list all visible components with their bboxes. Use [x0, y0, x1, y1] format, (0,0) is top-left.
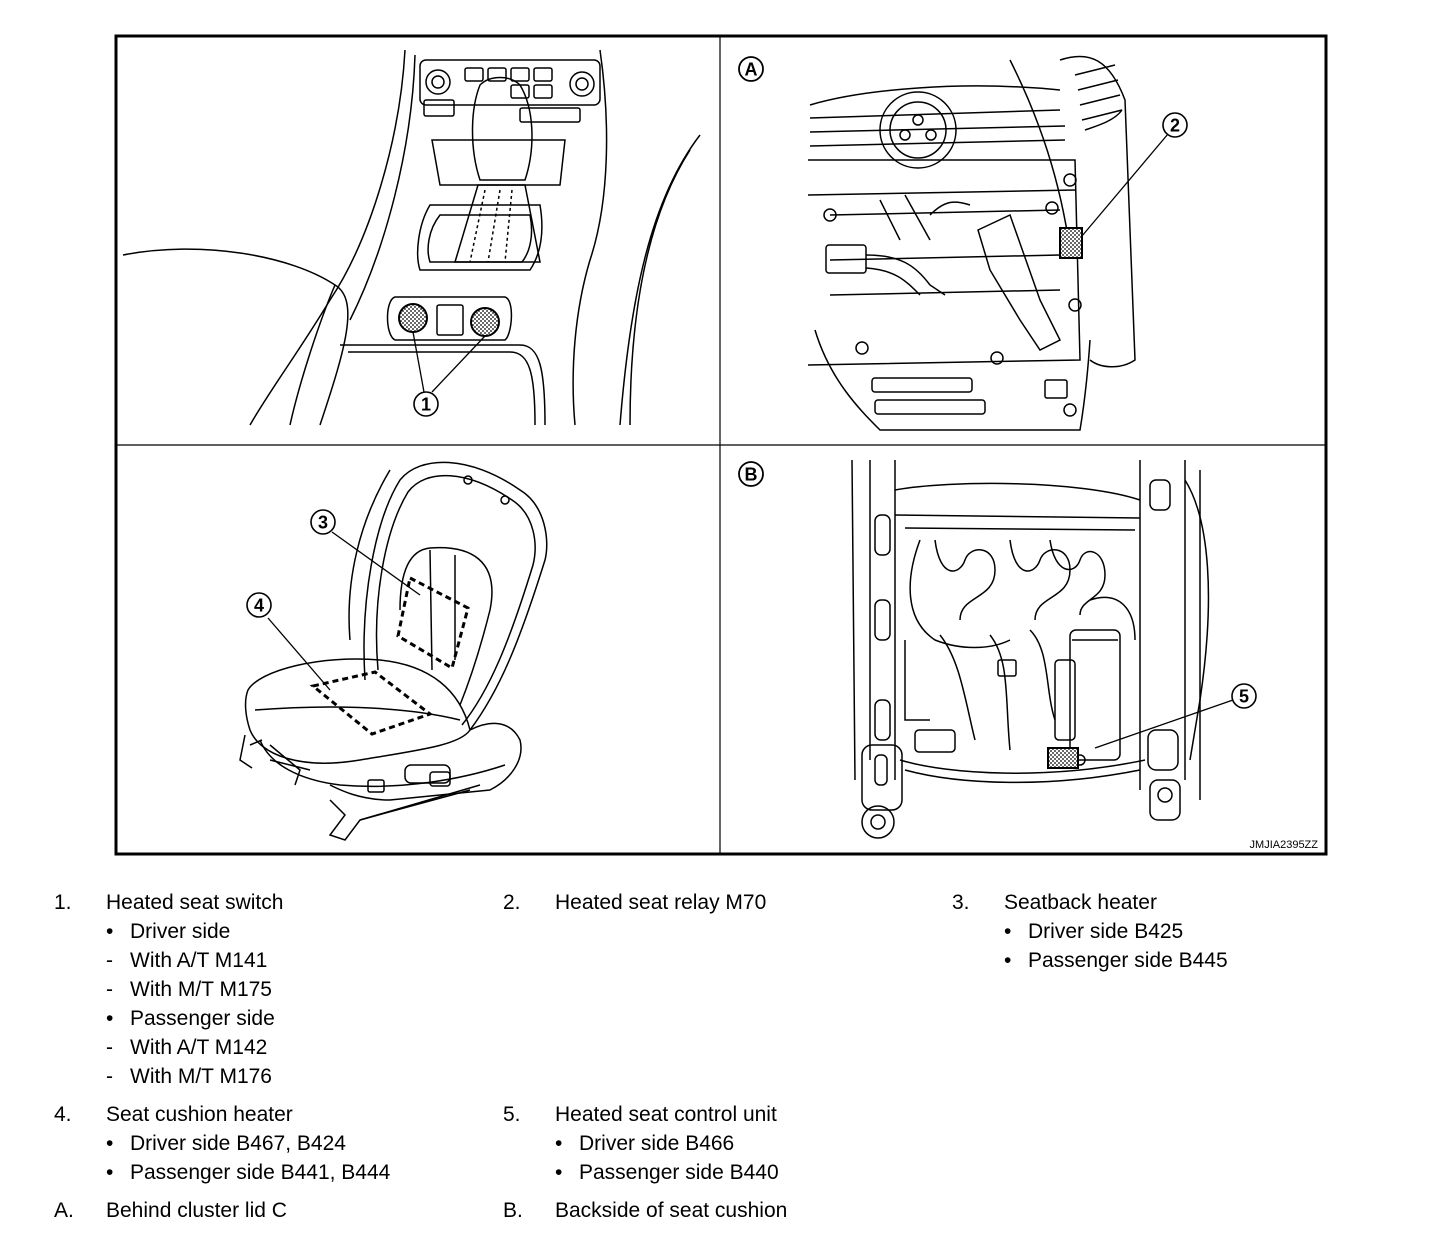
legend-item-a: A. Behind cluster lid C — [54, 1196, 287, 1225]
legend-subitem: Passenger side B441, B444 — [130, 1161, 391, 1184]
legend-item-b: B. Backside of seat cushion — [503, 1196, 787, 1225]
legend-bullet: • — [1004, 920, 1012, 943]
legend-subitem: Passenger side — [130, 1007, 275, 1030]
leader-line-3 — [331, 531, 421, 596]
legend-num: 1. — [54, 891, 72, 914]
legend-num: 3. — [952, 891, 970, 914]
leader-line-4 — [267, 617, 331, 691]
heated-seat-switch-right — [470, 307, 500, 337]
legend-num: B. — [503, 1199, 523, 1222]
heated-seat-relay-m70 — [1059, 227, 1083, 259]
callout-2: 2 — [1170, 116, 1180, 136]
callout-5: 5 — [1239, 687, 1249, 707]
legend-title: Heated seat switch — [106, 891, 284, 914]
leader-line-2 — [1081, 133, 1169, 237]
legend-bullet: • — [106, 1161, 114, 1184]
legend-title: Heated seat relay M70 — [555, 891, 767, 914]
legend-bullet: • — [106, 1007, 114, 1030]
panel-console-drawing — [122, 49, 701, 426]
legend-item-1: 1.Heated seat switch •Driver side -With … — [54, 888, 283, 1091]
legend-subitem: With M/T M176 — [130, 1065, 272, 1088]
legend-bullet: • — [106, 920, 114, 943]
legend-subitem: Driver side B467, B424 — [130, 1132, 346, 1155]
callout-3: 3 — [318, 513, 328, 533]
component-location-figure: 1 A 2 — [114, 34, 1328, 856]
panel-label-b: B — [745, 465, 758, 485]
panel-b-drawing — [851, 459, 1210, 839]
legend-num: 2. — [503, 891, 521, 914]
legend-title: Backside of seat cushion — [555, 1199, 788, 1222]
seat-cushion-heater-outline — [309, 670, 434, 736]
legend-title: Seat cushion heater — [106, 1103, 293, 1126]
heated-seat-switch-left — [398, 303, 428, 333]
legend-title: Heated seat control unit — [555, 1103, 777, 1126]
leader-line-5 — [1094, 699, 1234, 749]
callout-1: 1 — [421, 395, 431, 415]
callout-4: 4 — [254, 596, 264, 616]
legend-dash: - — [106, 1065, 113, 1088]
legend-dash: - — [106, 1036, 113, 1059]
legend-subitem: With A/T M142 — [130, 1036, 268, 1059]
legend-subitem: With A/T M141 — [130, 949, 268, 972]
panel-a-drawing — [807, 55, 1136, 431]
legend-subitem: With M/T M175 — [130, 978, 272, 1001]
panel-label-a-circle — [738, 56, 764, 82]
legend-item-5: 5. Heated seat control unit • Driver side … — [503, 1100, 779, 1187]
legend-bullet: • — [106, 1132, 114, 1155]
legend-subitem: Driver side — [130, 920, 231, 943]
legend-item-3: 3. Seatback heater • Driver side B425 • Pas… — [952, 888, 1228, 975]
callout-1-circle — [413, 391, 439, 417]
legend-subitem: Driver side B425 — [1028, 920, 1184, 943]
legend-item-2: 2. Heated seat relay M70 — [503, 888, 766, 917]
legend-num: 5. — [503, 1103, 521, 1126]
legend-num: 4. — [54, 1103, 72, 1126]
legend-subitem: Passenger side B445 — [1028, 949, 1228, 972]
legend-dash: - — [106, 978, 113, 1001]
seatback-heater-outline — [396, 575, 470, 671]
legend-bullet: • — [555, 1132, 563, 1155]
panel-label-b-circle — [738, 461, 764, 487]
legend-title: Behind cluster lid C — [106, 1199, 287, 1222]
callout-3-circle — [310, 509, 336, 535]
legend-subitem: Driver side B466 — [579, 1132, 735, 1155]
figure-code: JMJIA2395ZZ — [1250, 839, 1319, 851]
legend-bullet: • — [555, 1161, 563, 1184]
legend-subitem: Passenger side B440 — [579, 1161, 779, 1184]
callout-5-circle — [1231, 683, 1257, 709]
heated-seat-control-unit — [1047, 747, 1079, 769]
callout-4-circle — [246, 592, 272, 618]
panel-seat-drawing — [239, 461, 548, 841]
legend-item-4: 4. Seat cushion heater • Driver side B467,… — [54, 1100, 390, 1187]
leader-lines-1 — [412, 331, 486, 393]
legend-num: A. — [54, 1199, 74, 1222]
legend-dash: - — [106, 949, 113, 972]
legend-title: Seatback heater — [1004, 891, 1157, 914]
legend-bullet: • — [1004, 949, 1012, 972]
callout-2-circle — [1162, 112, 1188, 138]
panel-label-a: A — [745, 60, 758, 80]
